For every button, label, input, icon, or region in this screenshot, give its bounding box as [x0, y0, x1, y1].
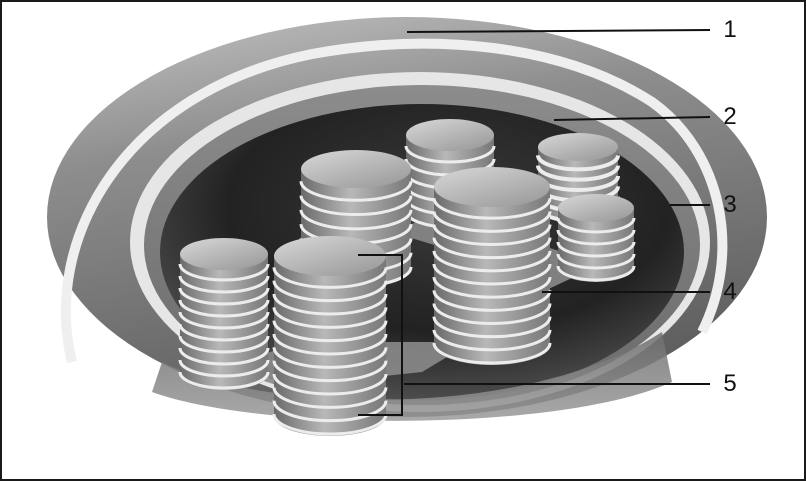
- granum-stack: [180, 238, 268, 390]
- granum-stack: [558, 194, 634, 282]
- label-3: 3: [720, 193, 740, 217]
- label-2: 2: [720, 105, 740, 129]
- label-5: 5: [720, 372, 740, 396]
- label-4: 4: [720, 280, 740, 304]
- granum-top: [406, 119, 494, 151]
- granum-stack: [274, 236, 386, 436]
- label-1: 1: [720, 18, 740, 42]
- granum-top: [180, 238, 268, 270]
- granum-top: [434, 167, 550, 207]
- granum-top: [538, 133, 618, 161]
- granum-stack: [434, 167, 550, 365]
- granum-top: [558, 194, 634, 222]
- granum-top: [301, 150, 411, 188]
